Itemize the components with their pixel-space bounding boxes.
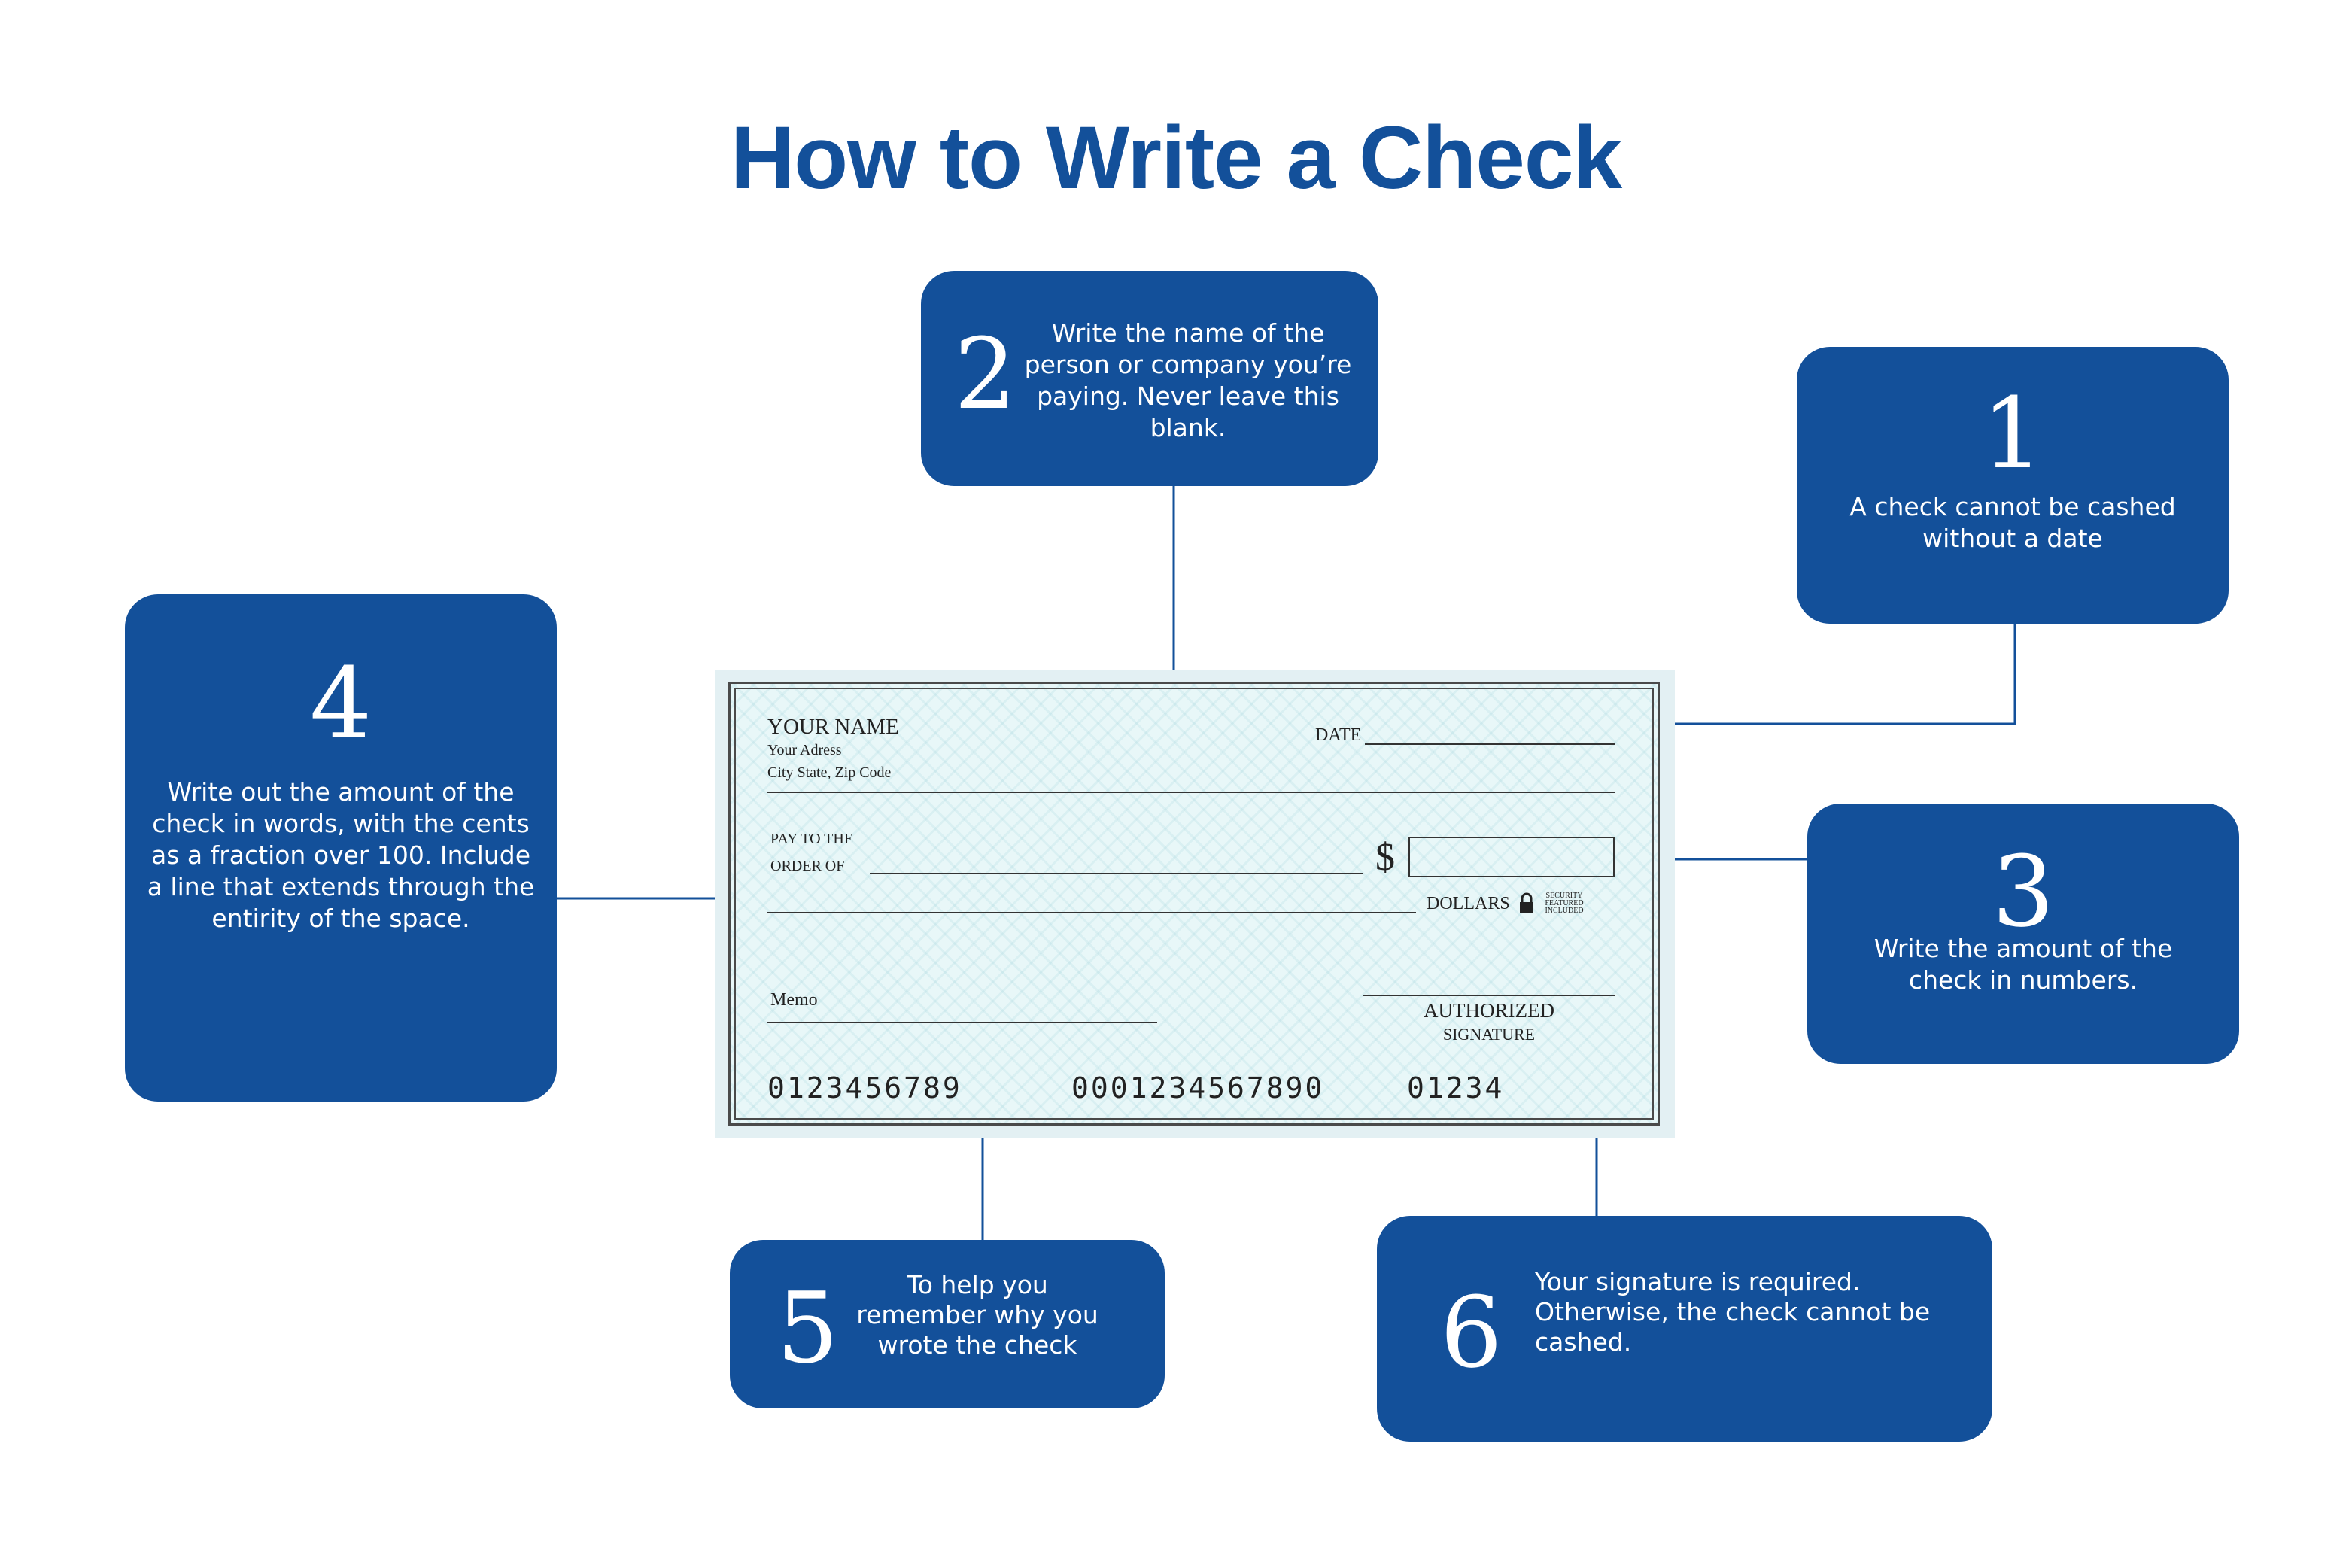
- check-amount-box: [1408, 837, 1615, 877]
- step-4-callout: 4 Write out the amount of the check in w…: [125, 594, 557, 1102]
- check-memo-label: Memo: [770, 990, 818, 1010]
- check: [728, 682, 1660, 1126]
- step-4-number: 4: [309, 646, 372, 761]
- step-1-number: 1: [1981, 376, 2044, 491]
- step-2-number: 2: [954, 317, 1016, 431]
- check-number: 01234: [1407, 1071, 1505, 1105]
- lock-icon: [1520, 892, 1533, 913]
- step-4-text: Write out the amount of the check in wor…: [147, 777, 535, 933]
- check-payee-line: [870, 873, 1363, 874]
- step-1-text: A check cannot be cashed without a date: [1849, 492, 2176, 553]
- check-address: Your Adress: [767, 742, 842, 758]
- check-account-number: 0001234567890: [1071, 1071, 1325, 1105]
- step-6-callout: 6 Your signature is required. Otherwise,…: [1377, 1216, 1992, 1442]
- step-3-number: 3: [1992, 834, 2055, 949]
- check-dollars-label: DOLLARS: [1427, 894, 1510, 913]
- check-dollar-sign: $: [1375, 836, 1395, 879]
- check-memo-line: [767, 1022, 1157, 1023]
- check-header-rule: [767, 792, 1615, 793]
- step-2-text: Write the name of the person or company …: [1024, 318, 1352, 442]
- check-signature-line: [1363, 995, 1615, 996]
- check-city-state-zip: City State, Zip Code: [767, 764, 892, 781]
- step-5-text: To help you remember why you wrote the c…: [856, 1270, 1099, 1360]
- step-3-callout: 3 Write the amount of the check in numbe…: [1807, 804, 2239, 1064]
- step-2-callout: 2 Write the name of the person or compan…: [921, 271, 1378, 486]
- check-signature-label: SIGNATURE: [1442, 1025, 1536, 1044]
- check-authorized-label: AUTHORIZED: [1424, 999, 1554, 1022]
- check-date-label: DATE: [1315, 725, 1362, 745]
- check-date-line: [1365, 743, 1615, 745]
- page-title: How to Write a Check: [730, 108, 1622, 208]
- step-1-callout: 1 A check cannot be cashed without a dat…: [1797, 347, 2229, 624]
- step-5-number: 5: [776, 1271, 839, 1385]
- check-pay-to-label-1: PAY TO THE: [770, 831, 854, 847]
- step-6-number: 6: [1440, 1275, 1503, 1390]
- step-6-text: Your signature is required. Otherwise, t…: [1535, 1267, 1931, 1357]
- check-amount-words-line: [767, 912, 1416, 913]
- check-security-text: SECURITY FEATURED INCLUDED: [1545, 892, 1584, 915]
- step-5-callout: 5 To help you remember why you wrote the…: [730, 1240, 1165, 1408]
- step-3-text: Write the amount of the check in numbers…: [1873, 934, 2173, 995]
- check-your-name: YOUR NAME: [767, 715, 899, 739]
- connector-step-1: [1610, 623, 2016, 725]
- check-inner-border: [734, 688, 1654, 1120]
- check-routing-number: 0123456789: [767, 1071, 962, 1105]
- check-pay-to-label-2: ORDER OF: [770, 858, 845, 874]
